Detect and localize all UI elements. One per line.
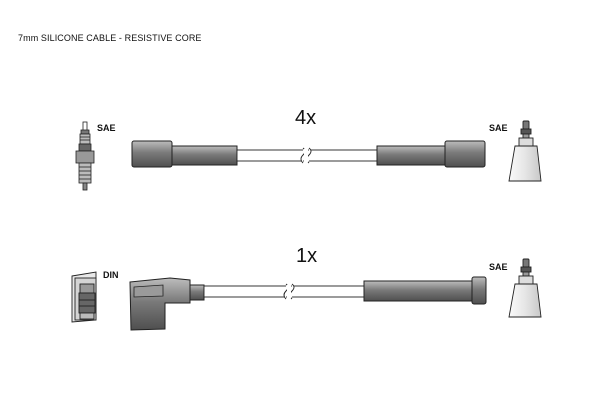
set-1-right-connector-label: SAE [489, 123, 508, 133]
set-2-din-terminal-icon [71, 271, 97, 323]
diagram-caption: 7mm SILICONE CABLE - RESISTIVE CORE [18, 33, 202, 43]
set-2-sae-terminal-icon [508, 258, 542, 318]
set-1-left-connector-label: SAE [97, 123, 116, 133]
set-1-quantity: 4x [295, 107, 317, 129]
set-2-quantity: 1x [296, 245, 318, 267]
spark-plug-icon [75, 121, 95, 191]
set-2-right-connector-label: SAE [489, 262, 508, 272]
set-2-left-connector-label: DIN [103, 270, 119, 280]
set-2-lead [129, 276, 487, 331]
set-1-sae-terminal-icon [508, 120, 542, 182]
set-1-lead [131, 140, 486, 168]
